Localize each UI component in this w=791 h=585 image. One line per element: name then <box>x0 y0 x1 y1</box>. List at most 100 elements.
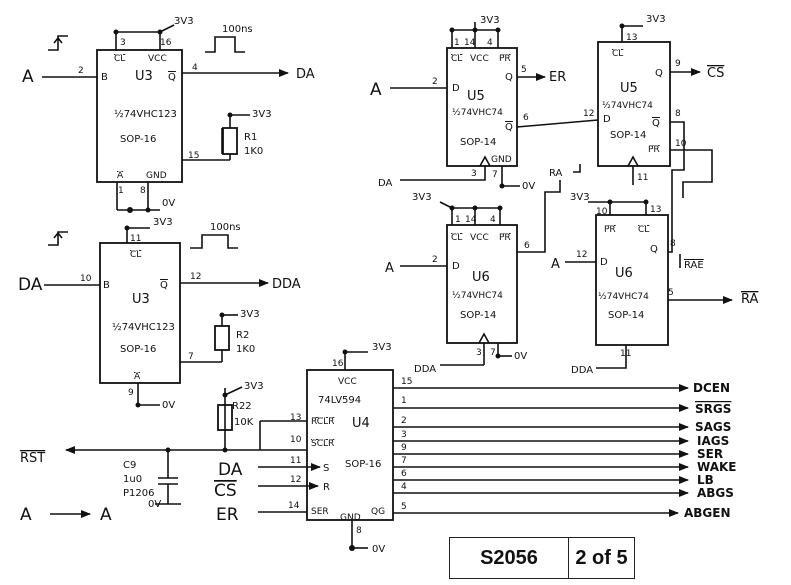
u6b-cl-pin-num: 13 <box>650 205 661 215</box>
u3b-ref: U3 <box>132 292 150 307</box>
u6a-power-label: 3V3 <box>412 192 432 203</box>
u6b-part: ½74VHC74 <box>598 292 649 302</box>
u5a-cl-pin-num: 1 <box>454 38 460 48</box>
u3a-ref: U3 <box>135 69 153 84</box>
u4-r-pin: R <box>323 482 330 493</box>
u6a-block: 3V3 1 14 4 CL VCC PR A 2 D U6 ½74VHC74 S… <box>385 180 561 375</box>
u5a-d-pin-num: 2 <box>432 77 438 87</box>
output-iags-net: IAGS <box>697 434 729 448</box>
u5b-part: ½74VHC74 <box>602 101 653 111</box>
u6a-d-pin: D <box>452 261 460 272</box>
c9-gnd-net: 0V <box>148 499 161 510</box>
u5b-qb-pin: Q <box>652 118 660 129</box>
output-ser-pin: 9 <box>401 443 407 453</box>
r22-resistor <box>217 404 233 431</box>
u5b-clk-pin-num: 11 <box>637 173 648 183</box>
u4-block: 3V3 16 VCC 74LV594 RCLR 13 U4 SCLR 10 3V… <box>20 342 394 555</box>
u5b-pkg: SOP-14 <box>610 130 646 141</box>
output-wake-pin: 7 <box>401 456 407 466</box>
u4-qg-pin: QG <box>371 507 385 517</box>
u6b-q-pin-num: 8 <box>670 239 676 249</box>
u5a-d-pin: D <box>452 83 460 94</box>
u6b-cl-pin: CL <box>638 225 649 235</box>
c9-value: 1u0 <box>123 474 142 485</box>
u5b-output-net: CS <box>707 66 724 81</box>
c9-name: C9 <box>123 460 136 471</box>
u5a-block: 3V3 1 14 4 CL VCC PR A 2 D Q 5 ER U5 ½74… <box>370 15 599 192</box>
u3b-pkg: SOP-16 <box>120 344 156 355</box>
output-abgs-pin: 4 <box>401 482 407 492</box>
u5a-pr-pin-num: 4 <box>487 38 493 48</box>
u3b-rc-pin-num: 7 <box>188 352 194 362</box>
u3b-gnd-net: 0V <box>162 400 175 411</box>
u6b-pkg: SOP-14 <box>608 310 644 321</box>
u4-in-cs: CS <box>214 481 237 501</box>
u3a-body <box>96 49 183 183</box>
u4-power-label: 3V3 <box>372 342 392 353</box>
output-dcen: 15 DCEN <box>393 377 730 395</box>
u4-pkg: SOP-16 <box>345 459 381 470</box>
u5b-pr-pin: PR <box>648 145 660 155</box>
u5a-output-net: ER <box>549 70 566 85</box>
u4-in-er: ER <box>216 505 239 525</box>
u3b-q-pin-num: 12 <box>190 272 201 282</box>
u6b-block: 3V3 10 13 PR CL A 12 D Q 8 RAE U6 ½74VHC… <box>551 192 759 376</box>
u6b-output-net: RA <box>741 292 759 307</box>
u3b-b-pin: B <box>103 280 110 291</box>
u3a-output-net: DA <box>296 67 315 82</box>
u5a-pr-pin: PR <box>499 54 511 64</box>
output-abgs: 4 ABGS <box>393 482 734 500</box>
u4-r-pin-num: 12 <box>290 475 301 485</box>
rst-net: RST <box>20 451 45 466</box>
u3a-b-pin: B <box>101 72 108 83</box>
u3b-output-net: DDA <box>272 277 301 292</box>
u6b-ref: U6 <box>615 266 633 281</box>
u5b-d-pin-num: 12 <box>583 109 594 119</box>
u4-part: 74LV594 <box>318 395 361 406</box>
u6a-gnd-pin-num: 7 <box>490 348 496 358</box>
rising-edge-icon-2 <box>48 231 68 246</box>
u5a-body <box>446 47 518 167</box>
u4-rclr-pin: RCLR <box>311 417 334 427</box>
output-ser: 9 SER <box>393 443 723 461</box>
u3a-cl-pin-num: 3 <box>120 38 126 48</box>
u6b-pr-pin: PR <box>604 225 616 235</box>
u3b-cl-pin: CL <box>130 250 141 260</box>
u5a-pkg: SOP-14 <box>460 137 496 148</box>
title-block: S2056 2 of 5 <box>449 537 635 579</box>
u6b-power-label: 3V3 <box>570 192 590 203</box>
rising-edge-icon <box>48 35 68 51</box>
u3a-block: 3V3 3 16 CL VCC A 2 B Q 4 DA 100ns U3 ½7… <box>22 16 315 213</box>
pulse-icon-2 <box>190 234 238 249</box>
output-abgen: 5 ABGEN <box>393 502 731 520</box>
u6a-vcc-pin: VCC <box>470 233 489 243</box>
u6a-gnd-net: 0V <box>514 351 527 362</box>
u6a-part: ½74VHC74 <box>452 291 503 301</box>
u5a-d-net: A <box>370 80 382 100</box>
u4-ref: U4 <box>352 416 370 431</box>
u5a-ref: U5 <box>467 89 485 104</box>
r1-power-label: 3V3 <box>252 109 272 120</box>
u3b-pulse-label: 100ns <box>210 222 241 233</box>
u3a-a-pin: A <box>117 171 124 181</box>
output-abgs-net: ABGS <box>697 486 734 500</box>
u5a-clk-pin-num: 3 <box>471 169 477 179</box>
u6a-ref: U6 <box>472 270 490 285</box>
u5b-ref: U5 <box>620 81 638 96</box>
u5a-vcc-pin: VCC <box>470 54 489 64</box>
u5b-cl-pin-num: 13 <box>626 33 637 43</box>
u3a-rc-pin-num: 15 <box>188 151 199 161</box>
output-dcen-pin: 15 <box>401 377 412 387</box>
u3a-a-pin-num: 1 <box>118 186 124 196</box>
u6a-q-pin-num: 6 <box>524 241 530 251</box>
u6b-q-pin: Q <box>650 244 658 255</box>
output-sags: 2 SAGS <box>393 416 731 434</box>
u5b-qb-pin-num: 8 <box>675 109 681 119</box>
u6a-pr-pin-num: 4 <box>490 215 496 225</box>
r1-value: 1K0 <box>244 146 263 157</box>
u5b-d-pin: D <box>603 114 611 125</box>
u5a-gnd-pin: GND <box>491 155 512 165</box>
a-alias-out: A <box>100 505 112 525</box>
u3b-power-label: 3V3 <box>153 217 173 228</box>
u6b-pr-pin-num: 10 <box>596 207 608 217</box>
